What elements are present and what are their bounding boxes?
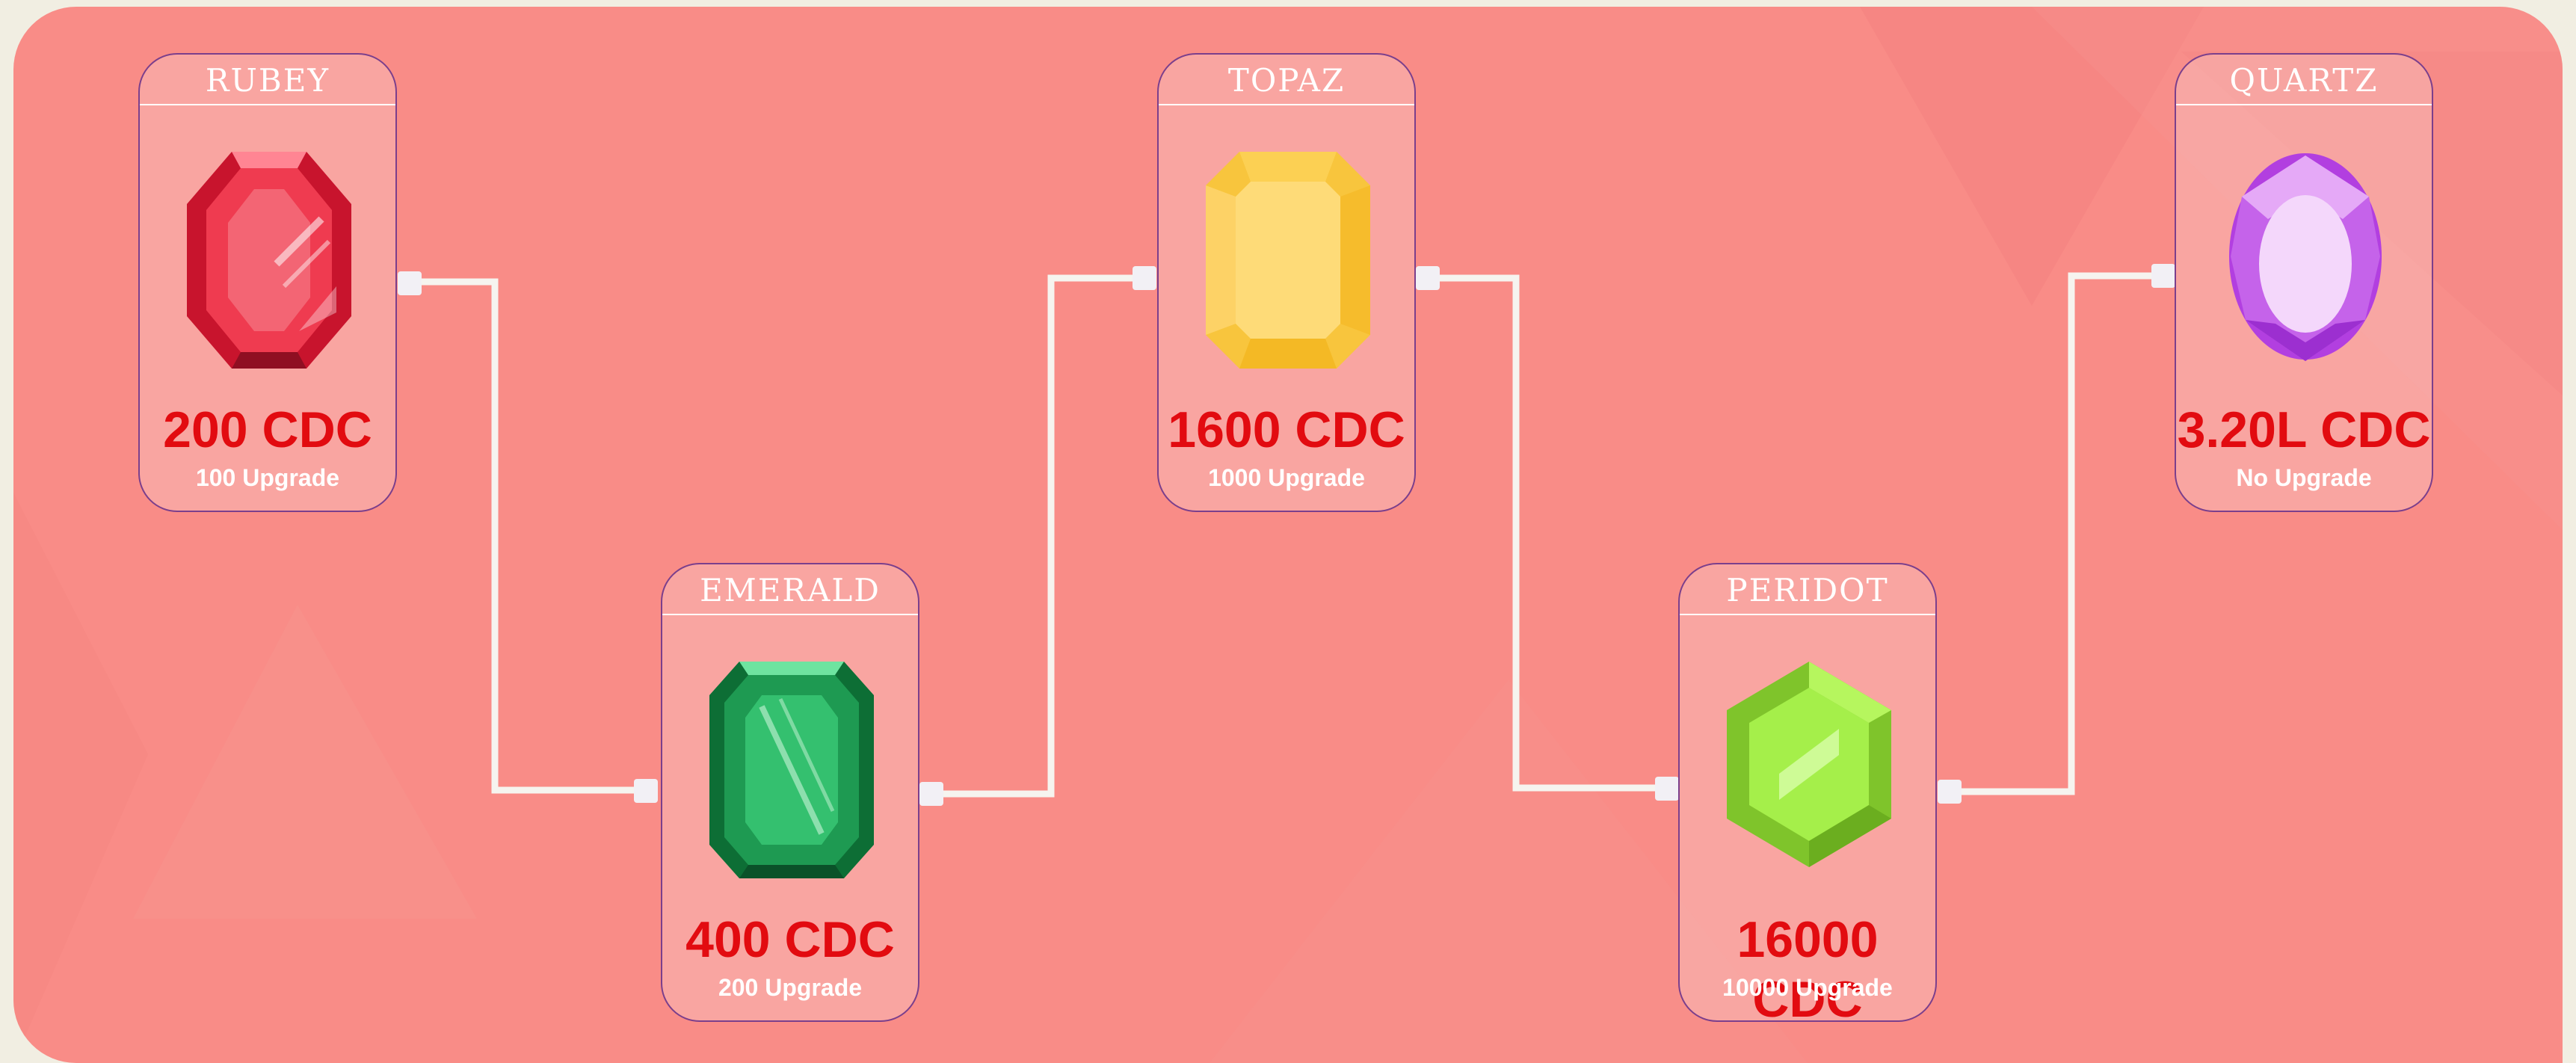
emerald-gem-icon [709, 662, 874, 878]
connector-node [1655, 777, 1679, 801]
gem-upgrade-cost: 1000 Upgrade [1208, 464, 1365, 491]
topaz-gem-icon [1206, 152, 1370, 369]
connector-node [634, 779, 658, 803]
connector-emerald-topaz [934, 274, 1144, 798]
gem-upgrade-cost: 200 Upgrade [718, 974, 863, 1001]
gem-price: 400 CDC [685, 911, 895, 968]
gem-card-emerald[interactable]: EMERALD 400 CDC 200 Upgrade [661, 563, 919, 1022]
gem-name: RUBEY [140, 55, 395, 105]
connector-topaz-peridot [1430, 274, 1666, 792]
gem-card-peridot[interactable]: PERIDOT 16000 CDC 10000 Upgrade [1678, 563, 1937, 1028]
upgrade-path-connectors [398, 264, 2175, 806]
quartz-gem-icon [2229, 153, 2382, 361]
gem-upgrade-cost: 10000 Upgrade [1722, 974, 1893, 1001]
connector-node [398, 271, 422, 295]
gem-price: 200 CDC [163, 401, 372, 458]
gem-name: TOPAZ [1159, 55, 1414, 105]
gem-name: QUARTZ [2176, 55, 2432, 105]
gem-price: 16000 CDC [1737, 911, 1879, 1028]
connector-node [1416, 266, 1440, 290]
connector-peridot-quartz [1950, 272, 2163, 795]
peridot-gem-icon [1727, 662, 1891, 867]
connector-node [919, 782, 943, 806]
connector-node [2151, 264, 2175, 288]
gem-card-topaz[interactable]: TOPAZ 1600 CDC 1000 Upgrade [1157, 53, 1416, 512]
gem-upgrade-cost: 100 Upgrade [195, 464, 340, 491]
gem-card-quartz[interactable]: QUARTZ 3.20L CDC No Upgrade [2175, 53, 2433, 512]
gem-card-rubey[interactable]: RUBEY 200 CDC 100 Upgrade [138, 53, 397, 512]
connector-node [1938, 780, 1962, 804]
gem-price: 1600 CDC [1168, 401, 1405, 458]
ruby-gem-icon [187, 152, 351, 369]
gem-name: PERIDOT [1680, 564, 1935, 615]
connector-node [1133, 266, 1156, 290]
gem-upgrade-cost: No Upgrade [2236, 464, 2372, 491]
connector-rubey-emerald [410, 278, 641, 794]
gem-upgrade-panel: RUBEY 200 CDC 100 Upgrade EMERALD 400 CD… [13, 7, 2563, 1063]
gem-price: 3.20L CDC [2177, 401, 2431, 458]
gem-name: EMERALD [662, 564, 918, 615]
